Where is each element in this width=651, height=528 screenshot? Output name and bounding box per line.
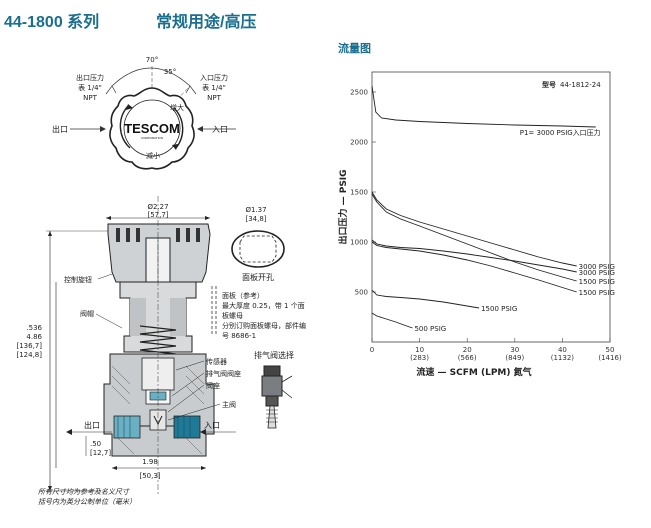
bonnet-label: 阀帽 [80,309,94,318]
flow-chart: 500 1000 1500 2000 2500 0 10(283) 20(566) 30(84… [337,71,622,378]
brand-sub: CORPORATION [141,136,163,140]
y-tick-label: 500 [355,289,368,297]
x-tick-label: 40 [558,346,567,354]
series-line [371,241,577,293]
x-tick-sublabel: (849) [505,354,524,362]
x-tick-sublabel: (566) [458,354,477,362]
bottom-outlet-label: 出口 [84,420,100,430]
bottom-inlet-label: 入口 [204,421,220,430]
model-number: 44-1812-24 [560,81,601,89]
outlet-label: 出口 [52,124,68,134]
y-tick-label: 2500 [350,89,368,97]
inlet-gauge-label-1: 入口压力 [200,73,228,82]
regulator-drawing: 出口压力 表 1/4" NPT 入口压力 表 1/4" NPT 70° 35° … [16,56,306,506]
top-view: 出口压力 表 1/4" NPT 入口压力 表 1/4" NPT 70° 35° … [52,56,236,170]
panel-note-1: 面板（参考） [222,291,264,300]
angle-70-label: 70° [146,56,158,64]
outlet-gauge-label-1: 出口压力 [76,73,104,82]
x-tick-label: 10 [415,346,424,354]
panel-note-2: 最大厚度 0.25，带 1 个面 [222,301,305,310]
dim-198-2: [50,3] [139,472,160,480]
plot-frame [371,71,611,343]
height-dim-2: 4.86 [26,333,42,341]
panel-hole-view: Ø1.37 [34,8] 面板开孔 [231,206,285,282]
series-label: 500 PSIG [414,325,446,333]
x-tick-label: 20 [463,346,472,354]
vent-option-label: 排气阀选择 [254,350,294,360]
sensor-label: 传感器 [206,357,227,366]
height-dim-3: [136,7] [16,342,42,350]
dim-50-1: .50 [90,440,101,448]
main-valve-label: 主阀 [222,400,236,409]
series-label: 3000 PSIG [579,269,615,277]
valve-seat-label: 阀座 [206,381,220,390]
series-line [371,85,596,128]
inlet-gauge-label-3: NPT [207,94,221,102]
callouts: 控制旋钮 阀帽 .536 4.86 [136,7] [124,8] 面板（参考）… [16,230,306,506]
footnote-2: 括号内为英分公制单位（毫米） [38,498,136,506]
x-tick-sublabel: (1132) [551,354,575,362]
x-tick-label: 0 [370,346,374,354]
y-tick-label: 1500 [350,189,368,197]
height-dim-1: .536 [26,324,42,332]
section-view: Ø2.27 [57,7] [103,196,217,496]
panel-hole-label: 面板开孔 [242,272,274,282]
brand-logo: TESCOM [124,121,180,136]
series-label: 3000 PSIG [579,263,615,271]
model-label: 型号 [542,80,556,89]
series-line [371,193,577,282]
series-line [371,312,413,329]
footnote-1: 所有尺寸均为参考及名义尺寸 [38,488,130,496]
x-tick-sublabel: (283) [410,354,429,362]
outlet-gauge-label-2: 表 1/4" [78,83,102,92]
outlet-gauge-label-3: NPT [83,94,97,102]
y-axis-label: 出口压力 — PSIG [337,169,349,244]
x-axis-label: 流速 — SCFM (LPM) 氮气 [416,366,531,378]
flow-chart-title: 流量图 [338,42,371,55]
inlet-label: 入口 [212,125,228,134]
dim-198-1: 1.98 [142,458,158,466]
vent-seat-label: 排气阀阀座 [206,369,241,378]
series-line [371,239,577,273]
width-dim-2: [57,7] [147,211,168,219]
series-line [371,191,577,267]
x-tick-label: 50 [606,346,615,354]
dim-50-2: [12,7] [90,449,111,457]
y-tick-label: 1000 [350,239,368,247]
panel-dim-1: Ø1.37 [245,206,266,214]
x-tick-sublabel: (1416) [598,354,622,362]
knob-increase-label: 增大 [170,103,184,112]
height-dim-4: [124,8] [16,351,42,359]
panel-dim-2: [34,8] [245,215,266,223]
series-label: 1500 PSIG [579,278,615,286]
y-tick-label: 2000 [350,139,368,147]
panel-note-5: 号 8686-1 [222,332,256,340]
series-line [371,289,480,309]
page-title: 44-1800 系列 常规用途/高压 [4,8,256,32]
panel-note-3: 板螺母 [222,311,243,320]
knob-decrease-label: 减小 [146,151,160,160]
series-label: 1500 PSIG [481,305,517,313]
vent-option-part [261,365,293,429]
angle-35-label: 35° [164,68,176,76]
series-label: P1= 3000 PSIG入口压力 [520,128,601,137]
model-title: 44-1800 系列 [4,14,100,31]
series-label: 1500 PSIG [579,289,615,297]
control-knob-label: 控制旋钮 [64,275,92,284]
subtitle: 常规用途/高压 [156,14,257,31]
inlet-gauge-label-2: 表 1/4" [202,83,226,92]
knob-top-view: TESCOM CORPORATION 增大 减小 [109,87,195,170]
width-dim-1: Ø2.27 [147,203,168,211]
panel-note-4: 分别订购面板螺母，部件编 [222,321,306,330]
x-tick-label: 30 [510,346,519,354]
